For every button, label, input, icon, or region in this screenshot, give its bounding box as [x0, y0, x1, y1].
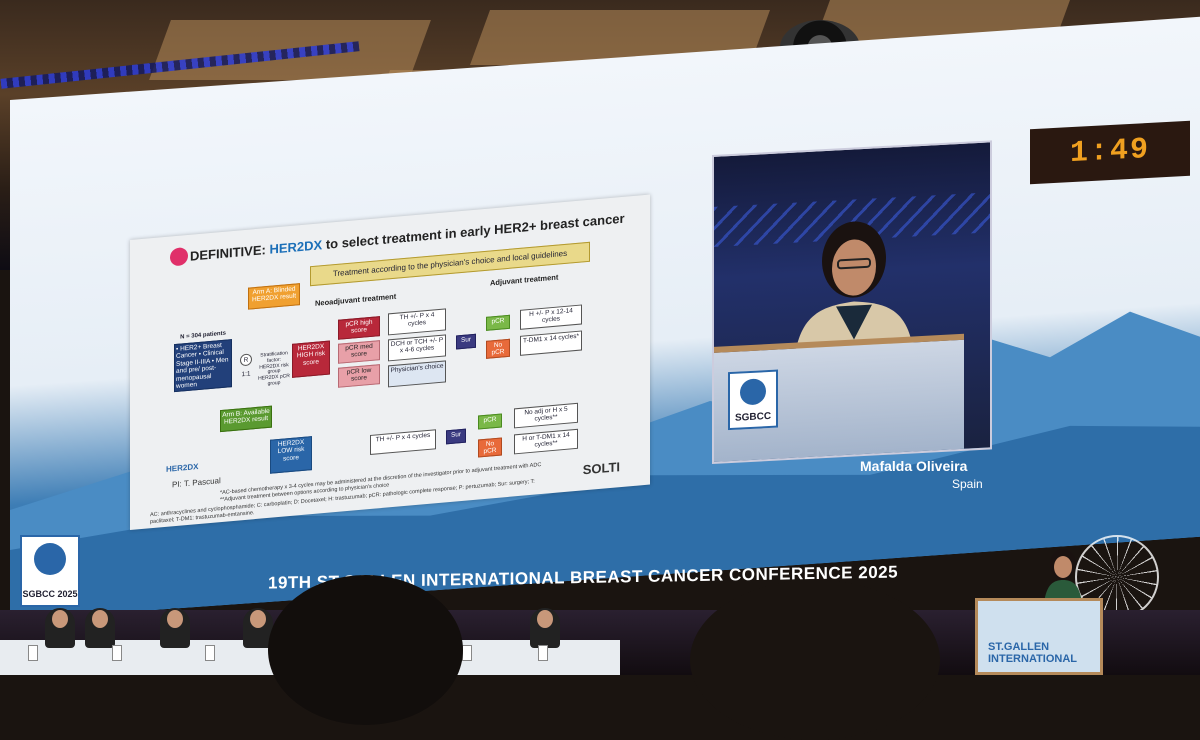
adj-h-tdm1-box: H or T-DM1 x 14 cycles**	[514, 428, 578, 455]
pcr-box: pCR	[486, 314, 510, 331]
podium-logo: SGBCC	[728, 369, 778, 431]
th-p-4-box: TH +/- P x 4 cycles	[388, 308, 446, 336]
th-p-4-low-box: TH +/- P x 4 cycles	[370, 429, 436, 456]
title-prefix: DEFINITIVE:	[190, 241, 270, 264]
arm-b-box: Arm B: Available HER2DX result	[220, 405, 272, 433]
low-risk-box: HER2DX LOW risk score	[270, 436, 312, 474]
speaker-country: Spain	[952, 477, 983, 491]
sgbcc-emblem-icon	[34, 543, 66, 575]
conference-logo-text: SGBCC 2025	[22, 589, 78, 599]
no-pcr-box: No pCR	[486, 338, 510, 359]
document-icon	[170, 246, 188, 267]
pcr-box-low: pCR	[478, 413, 502, 430]
her2dx-logo: HER2DX	[166, 462, 199, 474]
no-pcr-box-low: No pCR	[478, 437, 502, 458]
stratification-note: Stratification factor: HER2DX risk group…	[258, 350, 290, 387]
physicians-choice-box: Physician's choice	[388, 360, 446, 388]
nameplate	[538, 645, 548, 661]
title-highlight: HER2DX	[269, 237, 323, 257]
speaker-name: Mafalda Oliveira	[860, 458, 968, 474]
nameplate	[28, 645, 38, 661]
adjuvant-label: Adjuvant treatment	[490, 272, 559, 288]
sgbcc-emblem-icon	[740, 378, 766, 406]
surgery-box: Sur	[456, 333, 476, 350]
panelist	[45, 608, 75, 648]
solti-logo: SOLTI	[582, 459, 620, 478]
neoadjuvant-label: Neoadjuvant treatment	[315, 291, 397, 308]
nameplate	[112, 645, 122, 661]
speaker-video-feed: SGBCC	[712, 140, 992, 465]
randomize-circle: R	[240, 353, 252, 367]
pcr-high-box: pCR high score	[338, 316, 380, 340]
presentation-slide: DEFINITIVE: HER2DX to select treatment i…	[130, 194, 650, 530]
nameplate	[462, 645, 472, 661]
pcr-med-box: pCR med score	[338, 340, 380, 364]
adj-hp-box: H +/- P x 12-14 cycles	[520, 304, 582, 330]
adj-tdm1-box: T-DM1 x 14 cycles*	[520, 330, 582, 356]
stage-podium: ST.GALLEN INTERNATIONAL	[975, 598, 1103, 675]
podium-title: ST.GALLEN INTERNATIONAL	[988, 641, 1078, 666]
dch-tch-box: DCH or TCH +/- P x 4-6 cycles	[388, 334, 446, 362]
ratio-label: 1:1	[241, 370, 251, 379]
nameplate	[205, 645, 215, 661]
countdown-timer: 1:49	[1030, 120, 1190, 185]
conference-logo: SGBCC 2025	[20, 535, 80, 607]
pcr-low-box: pCR low score	[338, 364, 380, 388]
audience-head	[268, 575, 463, 725]
surgery-box-low: Sur	[446, 428, 466, 445]
panelist	[160, 608, 190, 648]
panelist	[85, 608, 115, 648]
principal-investigator: PI: T. Pascual	[172, 476, 221, 490]
no-adj-box: No adj or H x 5 cycles**	[514, 402, 578, 429]
panelist	[530, 608, 560, 648]
patient-criteria-box: • HER2+ Breast Cancer • Clinical Stage I…	[174, 339, 232, 393]
arm-a-box: Arm A: Blinded HER2DX result	[248, 283, 300, 310]
live-speaker-figure	[1044, 549, 1082, 604]
high-risk-box: HER2DX HIGH risk score	[292, 340, 330, 378]
audience-head	[690, 580, 940, 740]
podium-logo-text: SGBCC	[734, 410, 772, 424]
video-podium: SGBCC	[714, 333, 964, 465]
